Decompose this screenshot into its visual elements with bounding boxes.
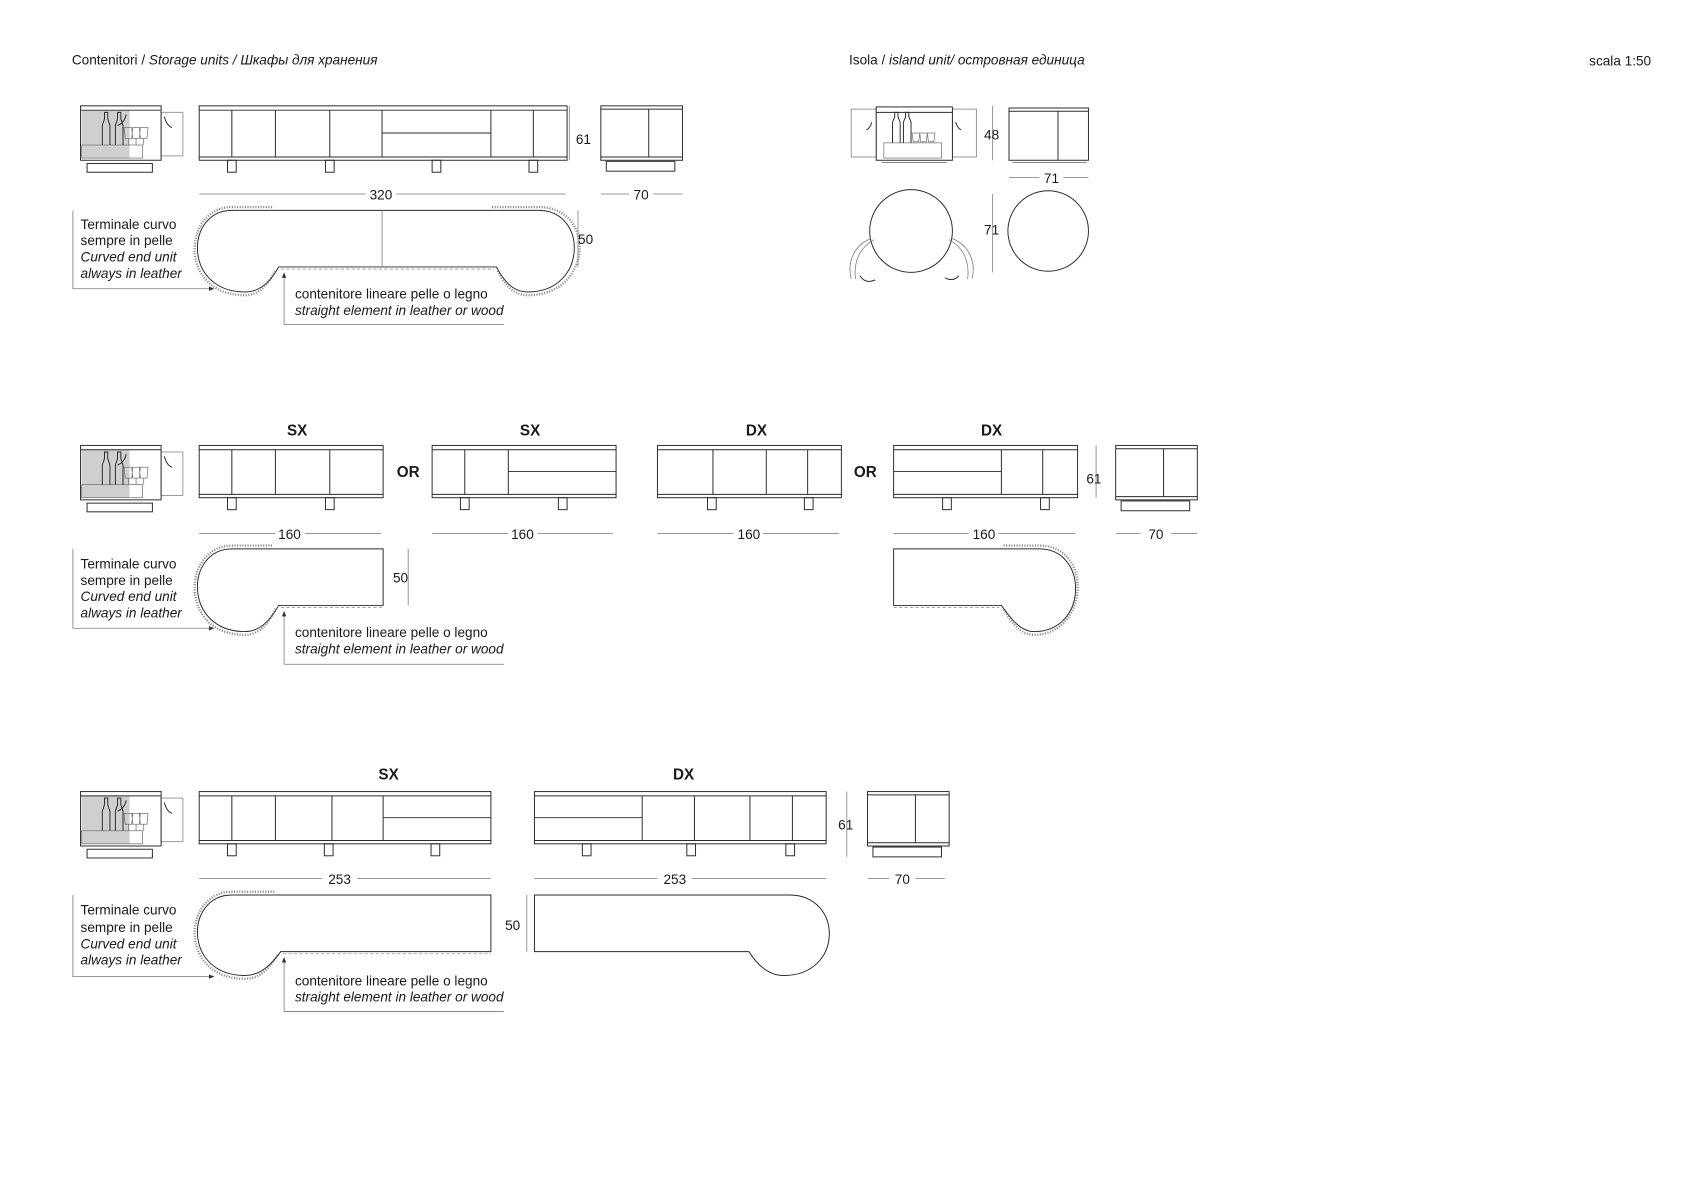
side-view <box>80 105 184 173</box>
note-curved-end: Terminale curvo sempre in pelle Curved e… <box>72 548 215 631</box>
drawing-label: 253 <box>664 872 687 887</box>
dim-length: 320 <box>370 187 393 202</box>
drawing-label: 253 <box>328 872 351 887</box>
label-or: OR <box>854 464 877 481</box>
front-view-sx-doors <box>198 444 384 511</box>
drawing-label: contenitore lineare pelle o legno <box>295 973 488 988</box>
drawing-label: 70 <box>895 872 911 887</box>
label-dx: DX <box>981 423 1003 440</box>
note-straight-element: contenitore lineare pelle o legno straig… <box>281 610 504 665</box>
drawing-label: 160 <box>738 527 761 542</box>
row-160: SX SX DX DX OR OR 61 160 <box>72 423 1198 665</box>
dim-island-depth: 71 <box>984 222 999 237</box>
dim-depth: 70 <box>634 187 650 202</box>
drawing-label: Terminale curvo <box>81 217 177 232</box>
drawing-label: straight element in leather or wood <box>295 990 504 1005</box>
drawing-label: 61 <box>838 818 853 833</box>
drawing-label: Terminale curvo <box>81 556 177 571</box>
drawing-label: sempre in pelle <box>81 233 173 248</box>
label-dx: DX <box>746 423 768 440</box>
island-unit: 48 71 71 <box>849 105 1089 282</box>
drawing-label: 70 <box>1148 527 1164 542</box>
island-plan-closed <box>1007 190 1089 272</box>
label-sx: SX <box>520 423 541 440</box>
end-view <box>600 105 683 172</box>
drawing-label: Curved end unit <box>81 249 178 264</box>
drawing-label: contenitore lineare pelle o legno <box>295 625 488 640</box>
front-view-dx-doors <box>656 444 842 511</box>
drawing-label: 61 <box>1086 472 1101 487</box>
plan-view-sx <box>193 544 384 637</box>
island-unit-title: Isola / island unit/ островная единица <box>849 52 1085 67</box>
drawing-label: 50 <box>393 571 409 586</box>
label-or: OR <box>397 464 420 481</box>
drawing-label: sempre in pelle <box>81 920 173 935</box>
dim-island-height: 48 <box>984 128 999 143</box>
front-view-320 <box>198 105 568 173</box>
drawing-label: 50 <box>505 918 521 933</box>
dim-plan-depth: 50 <box>578 232 594 247</box>
plan-view-320 <box>193 205 581 297</box>
storage-units-title: Contenitori / Storage units / Шкафы для … <box>72 52 378 67</box>
front-view-253-sx <box>198 791 492 857</box>
note-straight-element: contenitore lineare pelle o legno straig… <box>281 272 504 326</box>
note-curved-end: Terminale curvo sempre in pelle Curved e… <box>72 894 215 979</box>
note-straight-element: contenitore lineare pelle o legno straig… <box>281 957 504 1012</box>
island-plan-open <box>869 189 953 273</box>
front-view-253-dx <box>533 791 827 857</box>
drawing-label: always in leather <box>81 266 183 281</box>
label-sx: SX <box>378 767 399 784</box>
front-view-sx-drawers <box>431 444 617 511</box>
plan-view-253-sx <box>193 890 492 980</box>
dim-island-width: 71 <box>1044 171 1059 186</box>
front-view-dx-drawers <box>893 444 1079 511</box>
drawing-label: straight element in leather or wood <box>295 641 504 656</box>
drawing-label: 160 <box>278 527 301 542</box>
note-curved-end: Terminale curvo sempre in pelle Curved e… <box>72 210 215 291</box>
drawing-label: straight element in leather or wood <box>295 303 504 318</box>
drawing-label: always in leather <box>81 605 183 620</box>
drawing-label: 160 <box>973 527 996 542</box>
drawing-label: Terminale curvo <box>81 903 177 918</box>
plan-view-dx <box>893 544 1079 637</box>
scale-label: scala 1:50 <box>1589 54 1651 69</box>
drawing-label: Curved end unit <box>81 589 178 604</box>
label-dx: DX <box>673 767 695 784</box>
label-sx: SX <box>287 423 308 440</box>
drawing-label: 160 <box>511 527 534 542</box>
row-253: SX DX 61 253 253 70 50 Terminale curvo <box>72 767 950 1012</box>
row-320: 61 320 70 50 Terminale curvo sempre in p… <box>72 105 683 326</box>
drawing-label: contenitore lineare pelle o legno <box>295 286 488 301</box>
drawing-label: sempre in pelle <box>81 573 173 588</box>
drawing-label: always in leather <box>81 953 183 968</box>
dim-height: 61 <box>576 132 591 147</box>
plan-view-253-dx <box>533 894 830 977</box>
drawing-label: Curved end unit <box>81 936 178 951</box>
